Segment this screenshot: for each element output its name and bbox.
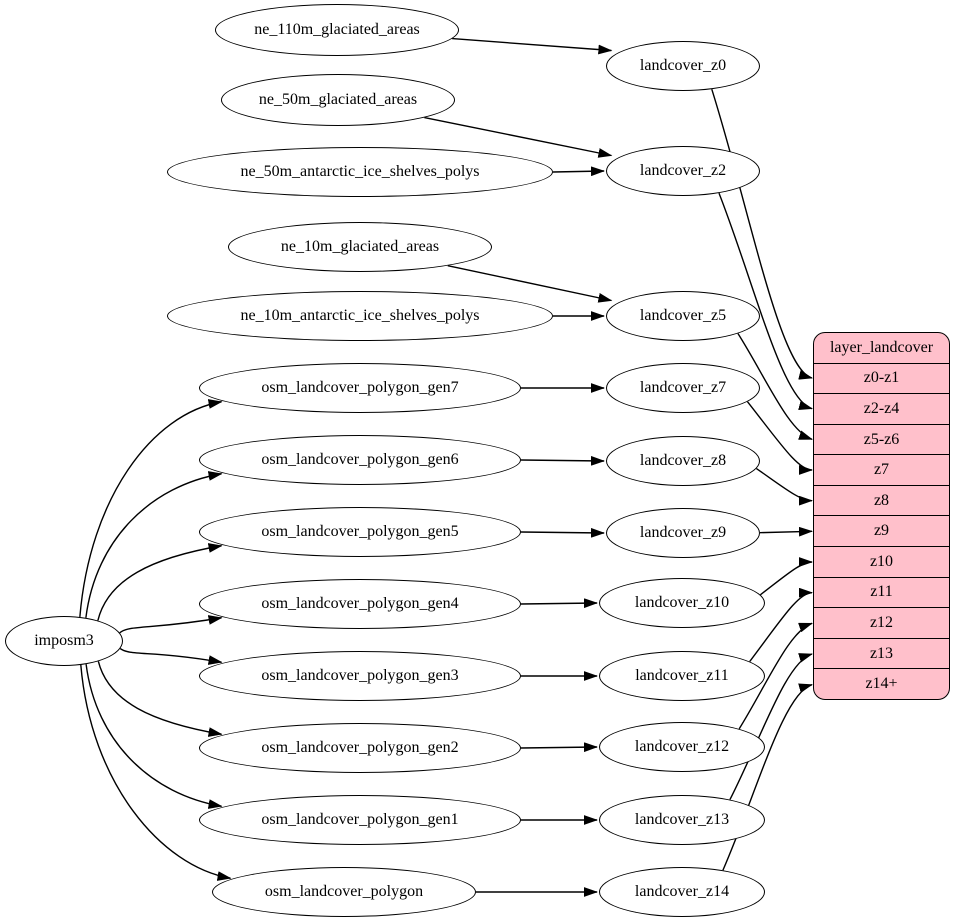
table-row-z9: z9 (814, 515, 949, 546)
edge-ne_10m_glaciated_areas-to-landcover_z5 (447, 264, 613, 303)
table-header: layer_landcover (829, 338, 934, 356)
edge-imposm3-to-osm_landcover_polygon_gen2 (97, 661, 223, 737)
edge-landcover_z9-to-layer_landcover-z9 (759, 526, 813, 537)
table-row-z5-z6: z5-z6 (814, 423, 949, 455)
edge-landcover_z2-to-layer_landcover-z2-z4 (718, 192, 813, 410)
table-row-z2-z4: z2-z4 (814, 393, 949, 424)
edge-landcover_z5-to-layer_landcover-z5-z6 (737, 333, 813, 440)
edge-ne_50m_glaciated_areas-to-landcover_z2 (424, 116, 613, 158)
table-row-z13: z13 (814, 637, 949, 669)
edge-landcover_z14-to-layer_landcover-z14+ (722, 683, 813, 871)
edge-osm_landcover_polygon_gen6-to-landcover_z8 (520, 455, 605, 466)
edge-landcover_z13-to-layer_landcover-z13 (729, 653, 813, 800)
edge-imposm3-to-osm_landcover_polygon_gen7 (79, 399, 223, 617)
edge-imposm3-to-osm_landcover_polygon_gen4 (119, 615, 223, 634)
edge-osm_landcover_polygon_gen4-to-landcover_z10 (520, 598, 598, 609)
edge-landcover_z12-to-layer_landcover-z12 (738, 622, 813, 730)
table-row-z0-z1: z0-z1 (814, 362, 949, 394)
table-row-z10: z10 (814, 546, 949, 577)
edge-imposm3-to-osm_landcover_polygon_gen6 (85, 471, 223, 618)
edge-ne_50m_antarctic_ice_shelves_polys-to-landcover_z2 (552, 166, 605, 177)
table-row-z8: z8 (814, 484, 949, 516)
table-row-z11: z11 (814, 576, 949, 608)
edge-ne_110m_glaciated_areas-to-landcover_z0 (452, 37, 613, 55)
edge-landcover_z7-to-layer_landcover-z7 (746, 401, 813, 475)
table-row-z14+: z14+ (814, 668, 949, 699)
edge-landcover_z8-to-layer_landcover-z8 (756, 467, 813, 506)
edge-osm_landcover_polygon_gen5-to-landcover_z9 (520, 527, 605, 538)
edge-osm_landcover_polygon_gen2-to-landcover_z12 (520, 742, 598, 753)
edge-landcover_z10-to-layer_landcover-z10 (759, 557, 813, 596)
edge-imposm3-to-osm_landcover_polygon_gen1 (85, 664, 223, 809)
table-row-z7: z7 (814, 454, 949, 485)
edge-imposm3-to-osm_landcover_polygon_gen3 (119, 647, 223, 665)
table-row-z12: z12 (814, 607, 949, 638)
edge-landcover_z0-to-layer_landcover-z0-z1 (711, 88, 813, 380)
edge-landcover_z11-to-layer_landcover-z11 (749, 587, 813, 662)
edge-imposm3-to-osm_landcover_polygon (80, 664, 232, 881)
edge-imposm3-to-osm_landcover_polygon_gen5 (97, 543, 223, 621)
